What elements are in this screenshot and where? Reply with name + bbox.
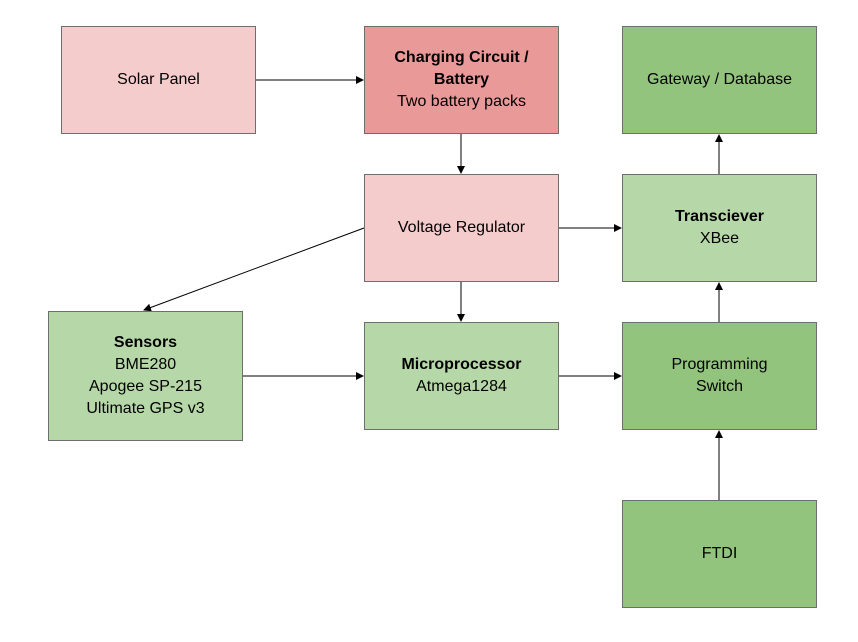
voltage-regulator-box: Voltage Regulator [364, 174, 559, 282]
transceiver-title: Transciever [675, 208, 764, 225]
microprocessor-box: Microprocessor Atmega1284 [364, 322, 559, 430]
charging-circuit-title-line-1: Charging Circuit / [394, 49, 529, 66]
sensors-title: Sensors [113, 334, 178, 351]
transceiver-box: Transciever XBee [622, 174, 817, 282]
gateway-database-box: Gateway / Database [622, 26, 817, 134]
sensors-item-bme280: BME280 [114, 356, 177, 373]
sensors-box: Sensors BME280 Apogee SP-215 Ultimate GP… [48, 311, 243, 441]
arrow-voltage-to-sensors [143, 227, 365, 312]
ftdi-box: FTDI [622, 500, 817, 608]
charging-circuit-box: Charging Circuit / Battery Two battery p… [364, 26, 559, 134]
microprocessor-detail: Atmega1284 [416, 378, 507, 395]
sensors-item-apogee: Apogee SP-215 [89, 378, 202, 395]
transceiver-detail: XBee [699, 230, 740, 247]
charging-circuit-detail: Two battery packs [397, 93, 526, 110]
gateway-database-label: Gateway / Database [647, 71, 792, 88]
programming-switch-label-line-1: Programming [671, 356, 768, 373]
programming-switch-label-line-2: Switch [695, 378, 744, 395]
solar-panel-box: Solar Panel [61, 26, 256, 134]
programming-switch-box: Programming Switch [622, 322, 817, 430]
solar-panel-label: Solar Panel [117, 71, 200, 88]
voltage-regulator-label: Voltage Regulator [397, 219, 526, 236]
ftdi-label: FTDI [701, 545, 738, 562]
microprocessor-title: Microprocessor [401, 356, 522, 373]
sensors-item-gps: Ultimate GPS v3 [86, 400, 205, 417]
charging-circuit-title-line-2: Battery [433, 71, 490, 88]
